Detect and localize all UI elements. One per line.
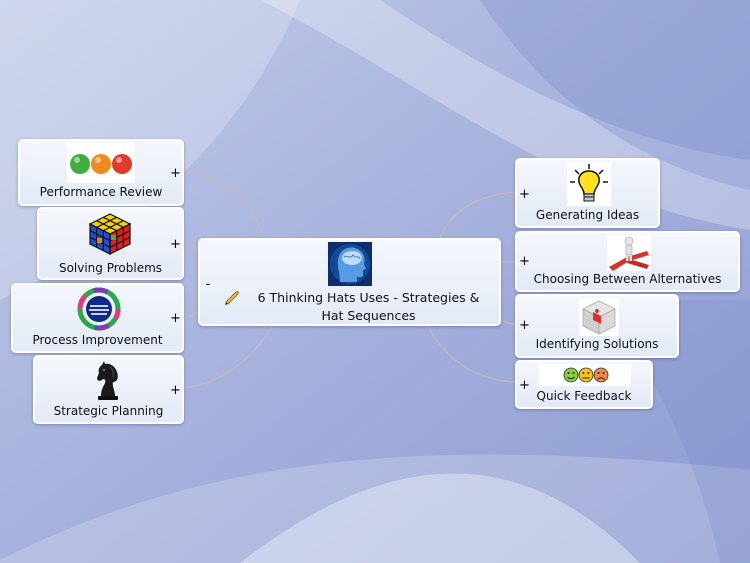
expand-toggle[interactable]: + — [170, 237, 181, 252]
topic-process-improvement[interactable]: Process Improvement + — [11, 283, 184, 353]
topic-performance-review[interactable]: Performance Review + — [18, 139, 184, 206]
topic-label: Identifying Solutions — [535, 337, 659, 351]
topic-quick-feedback[interactable]: + Quick Feedback — [515, 360, 653, 409]
brain-head-icon — [328, 242, 372, 286]
topic-label: Strategic Planning — [53, 404, 164, 418]
chess-knight-icon — [93, 360, 123, 402]
topic-label: Choosing Between Alternatives — [533, 272, 722, 286]
traffic-light-balls-icon — [67, 143, 135, 183]
topic-label: Quick Feedback — [536, 389, 632, 403]
puzzle-cube-icon — [579, 298, 619, 336]
central-topic-title: 6 Thinking Hats Uses - Strategies & Hat … — [257, 290, 480, 323]
pencil-icon[interactable] — [222, 288, 242, 306]
expand-toggle[interactable]: + — [519, 378, 530, 393]
smiley-faces-icon — [539, 364, 631, 386]
topic-generating-ideas[interactable]: + Generating Ideas — [515, 158, 660, 228]
light-bulb-icon — [567, 162, 611, 206]
figure-crossroads-icon — [607, 235, 651, 271]
expand-toggle[interactable]: + — [170, 166, 181, 181]
topic-identifying-solutions[interactable]: + Identifying Solutions — [515, 294, 679, 358]
topic-choosing-between-alternatives[interactable]: + Choosing Between Alternatives — [515, 231, 740, 292]
topic-strategic-planning[interactable]: Strategic Planning + — [33, 355, 184, 424]
topic-label: Process Improvement — [32, 333, 163, 347]
expand-toggle[interactable]: + — [519, 187, 530, 202]
rubiks-cube-icon — [87, 212, 133, 256]
expand-toggle[interactable]: + — [519, 318, 530, 333]
expand-toggle[interactable]: + — [170, 311, 181, 326]
topic-label: Performance Review — [39, 185, 163, 199]
collapse-toggle[interactable]: - — [205, 277, 211, 292]
topic-label: Generating Ideas — [535, 208, 640, 222]
central-topic[interactable]: - 6 Thinking Hats Uses - Strategies & Ha… — [198, 238, 501, 326]
topic-label: Solving Problems — [58, 261, 163, 275]
process-cycle-icon — [77, 287, 121, 331]
topic-solving-problems[interactable]: Solving Problems + — [37, 207, 184, 280]
expand-toggle[interactable]: + — [170, 383, 181, 398]
expand-toggle[interactable]: + — [519, 254, 530, 269]
